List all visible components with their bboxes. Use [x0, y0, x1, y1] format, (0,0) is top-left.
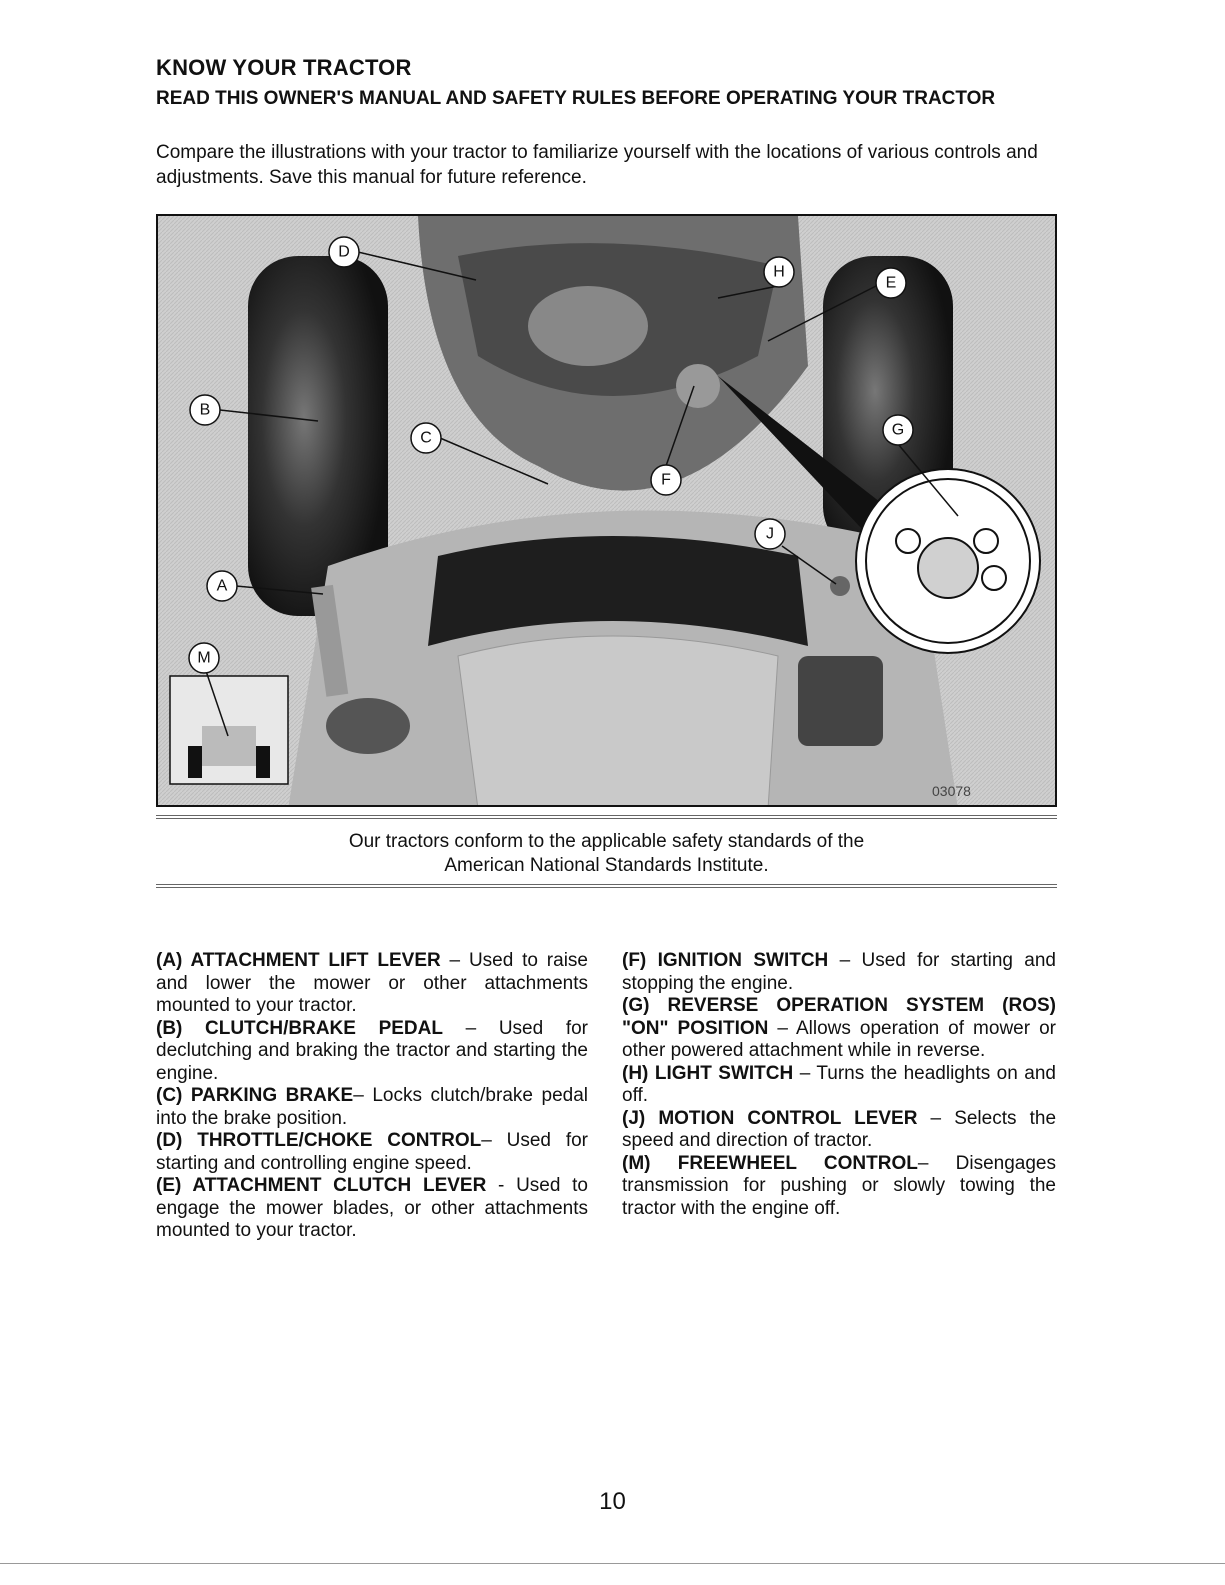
- callout-c-label: C: [420, 430, 432, 447]
- page-bottom-rule: [0, 1563, 1225, 1564]
- entry-motion-control: (J) MOTION CONTROL LEVER – Selects the s…: [622, 1107, 1057, 1152]
- callout-b-circle: [189, 394, 221, 426]
- entry-attachment-clutch: (E) ATTACHMENT CLUTCH LEVER - Used to en…: [156, 1175, 588, 1241]
- callout-a-circle: [206, 570, 238, 602]
- entry-parking-brake: (C) PARKING BRAKE– Locks clutch/brake pe…: [156, 1085, 588, 1129]
- entry-throttle-choke: (D) THROTTLE/CHOKE CONTROL– Used for sta…: [156, 1130, 589, 1174]
- callout-j-circle: [754, 518, 786, 550]
- tractor-illustration: D H E B C G F J A M 03078: [156, 214, 1057, 807]
- key-slot: [917, 537, 979, 599]
- motion-lever-knob: [830, 576, 850, 596]
- seat-back: [428, 536, 808, 646]
- stop-icon: [895, 528, 921, 554]
- freewheel-tire-left: [188, 746, 202, 778]
- freewheel-tire-right: [256, 746, 270, 778]
- caption-line-2: American National Standards Institute.: [444, 855, 769, 876]
- leader-a: [235, 585, 324, 595]
- caption-line-1: Our tractors conform to the applicable s…: [348, 831, 865, 852]
- callout-b-label: B: [200, 402, 211, 419]
- start-icon: [981, 565, 1007, 591]
- figure-caption: Our tractors conform to the applicable s…: [156, 830, 1057, 878]
- entry-ignition-switch: (F) IGNITION SWITCH – Used for starting …: [622, 950, 1056, 994]
- leader-f: [665, 385, 695, 467]
- figure-code: 03078: [932, 783, 971, 799]
- leader-j: [781, 545, 837, 585]
- entry-light-switch: (H) LIGHT SWITCH – Turns the headlights …: [622, 1062, 1056, 1107]
- lift-lever-base: [326, 698, 410, 754]
- ros-icon: [973, 528, 999, 554]
- controls-list-left: (A) ATTACHMENT LIFT LEVER – Used to rais…: [156, 950, 588, 1243]
- controls-list-right: (F) IGNITION SWITCH – Used for starting …: [622, 950, 1056, 1220]
- page-number: 10: [599, 1488, 626, 1515]
- caption-rule-bottom: [156, 884, 1057, 888]
- callout-g-circle: [882, 414, 914, 446]
- callout-f-label: F: [661, 472, 671, 489]
- seat: [457, 635, 779, 805]
- entry-ros: (G) REVERSE OPERATION SYSTEM (ROS) "ON" …: [622, 995, 1056, 1061]
- caption-rule-top: [156, 815, 1057, 819]
- callout-d-label: D: [338, 244, 350, 261]
- callout-h-circle: [763, 256, 795, 288]
- leader-d: [357, 251, 477, 281]
- leader-h: [717, 285, 779, 299]
- callout-j-label: J: [766, 526, 774, 543]
- callout-g-label: G: [892, 422, 904, 439]
- leader-c: [439, 437, 549, 485]
- page-heading: KNOW YOUR TRACTOR: [156, 55, 412, 80]
- callout-m-circle: [188, 642, 220, 674]
- callout-m-label: M: [197, 650, 210, 667]
- leader-g: [897, 443, 959, 517]
- entry-clutch-brake-pedal: (B) CLUTCH/BRAKE PEDAL – Used for declut…: [156, 1017, 588, 1084]
- callout-c-circle: [410, 422, 442, 454]
- steering-hub: [528, 286, 648, 366]
- freewheel-frame: [202, 726, 256, 766]
- leader-b: [219, 409, 319, 422]
- intro-paragraph: Compare the illustrations with your trac…: [156, 142, 1038, 188]
- callout-h-label: H: [773, 264, 785, 281]
- callout-d-circle: [328, 236, 360, 268]
- lift-lever: [311, 584, 349, 697]
- tractor-drawing: D H E B C G F J A M: [158, 216, 1055, 805]
- ignition-inset-ring: [865, 478, 1031, 644]
- entry-attachment-lift-lever: (A) ATTACHMENT LIFT LEVER – Used to rais…: [156, 950, 588, 1016]
- callout-a-label: A: [217, 578, 228, 595]
- left-front-tire: [248, 256, 388, 616]
- page-subheading: READ THIS OWNER'S MANUAL AND SAFETY RULE…: [156, 88, 996, 109]
- leader-e: [767, 285, 877, 342]
- callout-e-label: E: [886, 275, 897, 292]
- motion-lever-base: [798, 656, 883, 746]
- leader-m: [205, 670, 229, 737]
- ignition-switch: [676, 364, 720, 408]
- callout-f-circle: [650, 464, 682, 496]
- callout-e-circle: [875, 267, 907, 299]
- entry-freewheel-control: (M) FREEWHEEL CONTROL– Disengages transm…: [622, 1152, 1056, 1219]
